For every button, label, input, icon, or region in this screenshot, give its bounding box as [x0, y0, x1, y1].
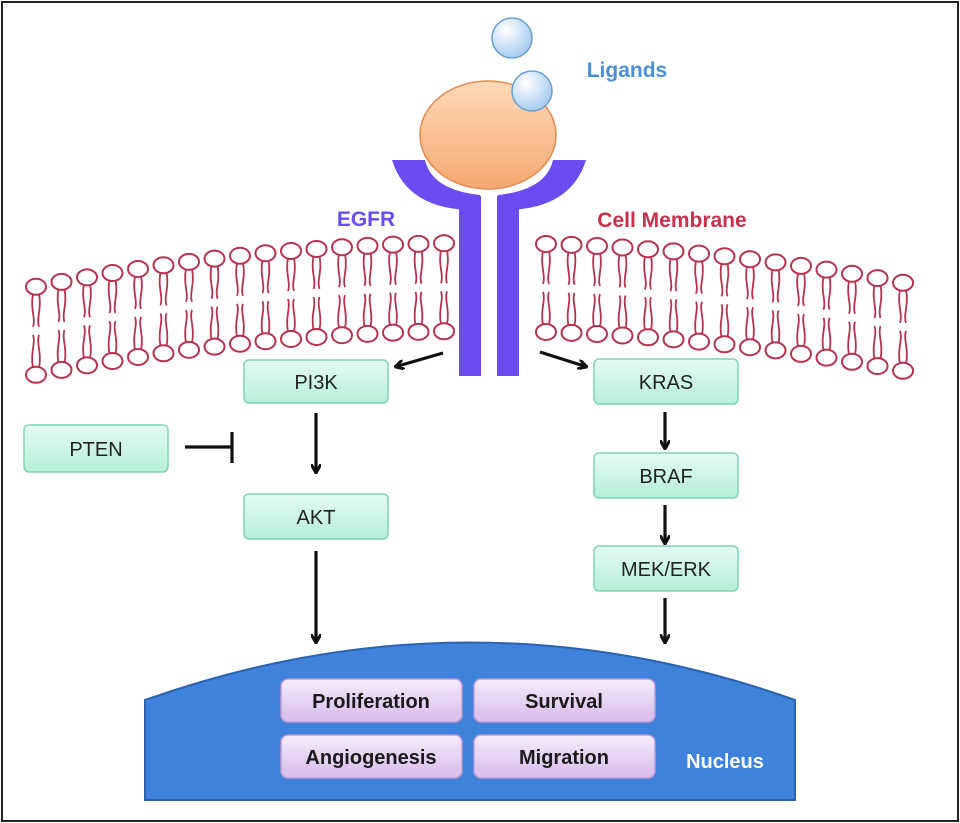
ligand-icon — [491, 17, 533, 59]
lipid-molecule — [254, 244, 277, 351]
lipid-molecule — [203, 249, 226, 356]
lipid-molecule — [662, 242, 685, 349]
outcome-angiogenesis-label: Angiogenesis — [305, 747, 436, 769]
pten-box: PTEN — [23, 424, 169, 473]
ligand-icon — [511, 70, 553, 112]
lipid-molecule — [76, 268, 98, 375]
lipid-molecule — [101, 264, 124, 371]
inhibition-pten-to-akt — [185, 432, 234, 463]
ligands-label: Ligands — [587, 59, 668, 82]
mek-erk-label: MEK/ERK — [621, 559, 712, 581]
lipid-molecule — [433, 234, 455, 341]
braf-box: BRAF — [593, 452, 739, 499]
lipid-molecule — [586, 237, 608, 344]
lipid-molecule — [713, 247, 736, 354]
akt-box: AKT — [243, 493, 389, 540]
lipid-molecule — [382, 235, 404, 342]
egfr-label: EGFR — [337, 208, 395, 231]
arrow-egfr-to-pi3k — [398, 351, 444, 366]
lipid-molecule — [331, 238, 353, 345]
kras-box: KRAS — [593, 358, 739, 405]
lipid-molecule — [280, 241, 302, 348]
lipid-molecule — [127, 259, 149, 366]
lipid-molecule — [50, 272, 73, 379]
nucleus-label: Nucleus — [686, 751, 764, 773]
egfr-receptor-icon — [392, 160, 586, 376]
lipid-molecule — [637, 240, 659, 347]
outcome-migration-label: Migration — [519, 747, 609, 769]
lipid-molecule — [611, 238, 634, 345]
lipid-molecule — [815, 260, 838, 367]
outcome-angiogenesis: Angiogenesis — [280, 734, 463, 779]
lipid-molecule — [764, 253, 787, 360]
outcome-migration: Migration — [473, 734, 656, 779]
lipid-molecule — [152, 256, 175, 363]
pi3k-label: PI3K — [294, 372, 338, 394]
lipid-molecule — [356, 236, 379, 343]
kras-label: KRAS — [639, 372, 693, 394]
lipid-molecule — [178, 252, 200, 359]
lipid-molecule — [739, 250, 761, 357]
lipid-molecule — [229, 246, 251, 353]
outcome-proliferation: Proliferation — [280, 678, 463, 723]
outcome-survival: Survival — [473, 678, 656, 723]
arrow-egfr-to-kras — [539, 350, 584, 366]
lipid-molecule — [25, 277, 47, 384]
pten-label: PTEN — [69, 439, 122, 461]
lipid-molecule — [866, 269, 889, 376]
lipid-molecule — [688, 244, 710, 351]
outcome-survival-label: Survival — [525, 691, 603, 713]
lipid-molecule — [560, 235, 583, 342]
cell-membrane — [25, 234, 914, 384]
cell-membrane-label: Cell Membrane — [597, 209, 746, 232]
lipid-molecule — [535, 234, 557, 341]
lipid-molecule — [841, 264, 863, 371]
lipid-molecule — [790, 256, 812, 363]
akt-label: AKT — [297, 507, 336, 529]
lipid-molecule — [407, 234, 430, 341]
lipid-molecule — [892, 273, 914, 380]
mek-erk-box: MEK/ERK — [593, 545, 739, 592]
lipid-molecule — [305, 239, 328, 346]
outcome-proliferation-label: Proliferation — [312, 691, 430, 713]
pi3k-box: PI3K — [243, 359, 389, 404]
braf-label: BRAF — [639, 466, 692, 488]
